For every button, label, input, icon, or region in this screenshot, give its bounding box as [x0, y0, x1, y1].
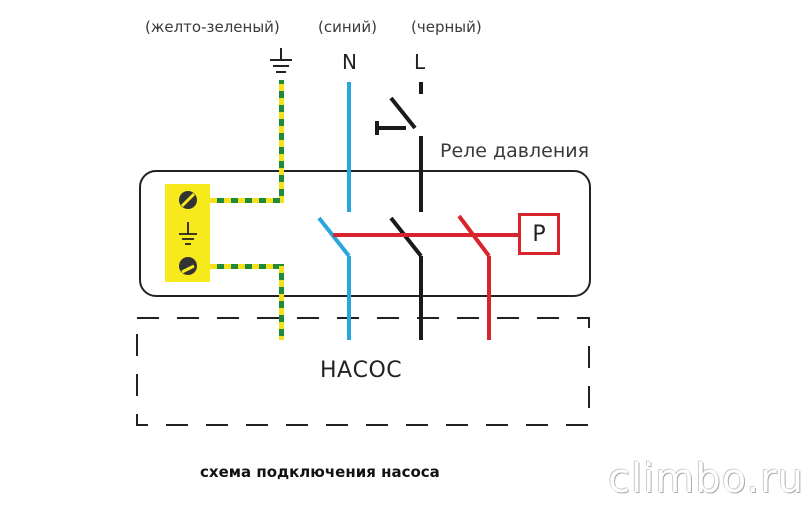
line-wire-label: (черный): [411, 18, 482, 36]
relay-housing: [139, 170, 591, 297]
neutral-wire: [317, 82, 351, 340]
neutral-wire-label: (синий): [318, 18, 378, 36]
ground-symbol-icon: [270, 48, 292, 73]
relay-symbol: P: [532, 221, 546, 247]
terminal-screw-icon: [179, 257, 197, 275]
terminal-block: [165, 184, 210, 282]
line-symbol: L: [414, 50, 426, 74]
relay-label: Реле давления: [440, 140, 590, 162]
ground-wire: [198, 80, 284, 340]
ground-symbol-icon: [179, 222, 197, 245]
relay-control-wire: [333, 214, 518, 340]
terminal-screw-icon: [179, 191, 197, 209]
watermark: climbo.ru: [608, 456, 804, 502]
pressure-relay-box: P: [518, 213, 560, 255]
diagram-caption: схема подключения насоса: [200, 463, 440, 481]
pump-label: НАСОС: [320, 358, 403, 383]
line-wire: [375, 82, 423, 340]
ground-wire-label: (желто-зеленый): [145, 18, 280, 36]
neutral-symbol: N: [342, 50, 357, 74]
